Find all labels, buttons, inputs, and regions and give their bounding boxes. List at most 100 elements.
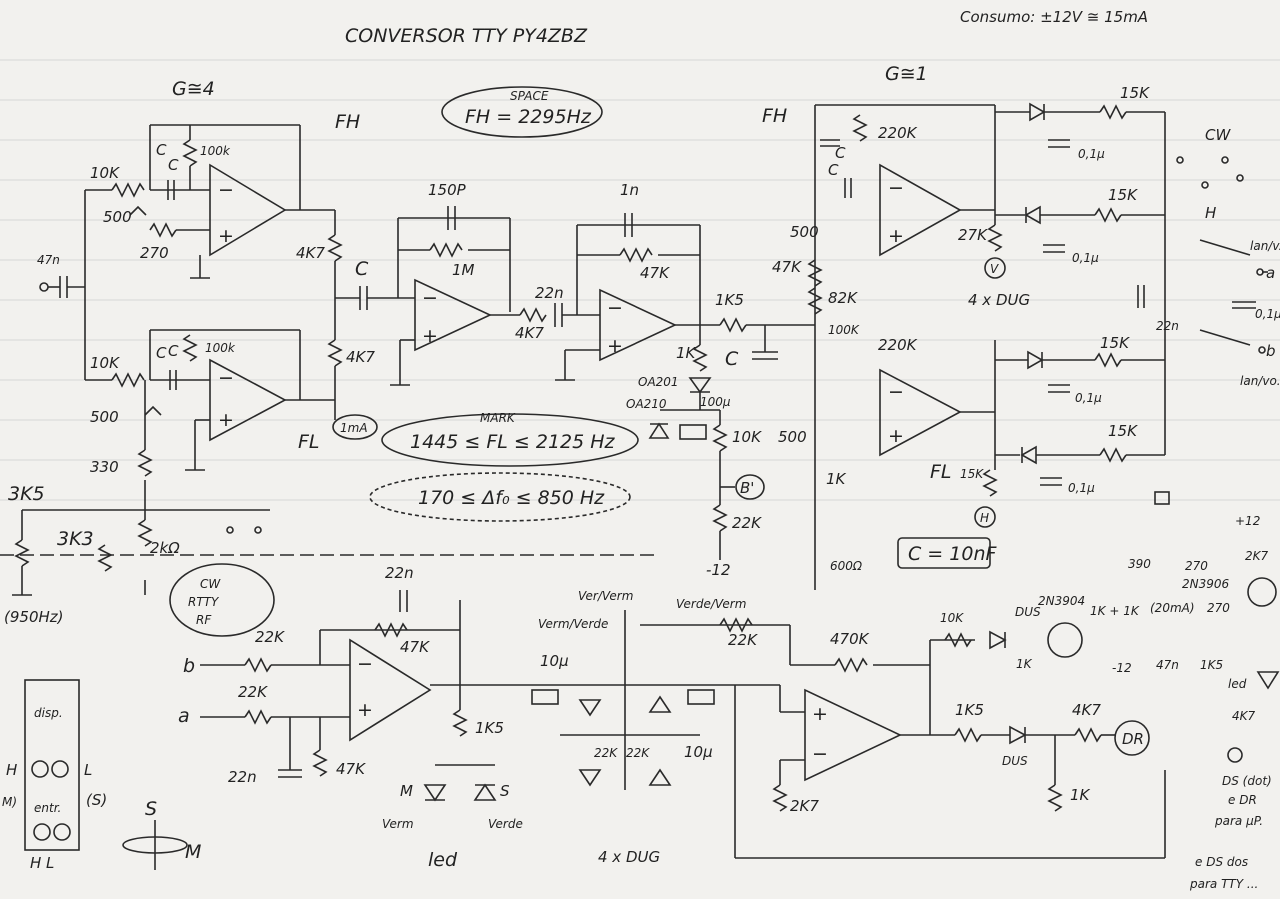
switch-a[interactable] [1199,239,1251,256]
resistor-1k5-c [954,727,982,743]
r1k5-b-label: 1K5 [475,719,504,737]
svg-text:+: + [422,325,438,347]
para-up-label: para μP. [1214,814,1263,828]
detector-1 [995,102,1165,148]
resistor-220k-a [852,114,868,142]
resistor-10k-upper [111,182,145,198]
r22k-e-label: 22K [626,746,650,760]
resistor-4k7-bottom [327,339,343,367]
milliammeter [332,414,378,440]
h-mark: H [980,511,989,525]
cap-right-c-label: C [835,144,846,162]
svg-text:+: + [888,425,904,447]
diode-oa210 [648,422,670,439]
switch-b[interactable] [1199,329,1251,346]
resistor-22k-b [244,657,272,673]
r270-label: 270 [140,244,169,262]
r15k-e-label: 15K [1108,422,1138,440]
svg-text:+: + [888,225,904,247]
dus-a-label: DUS [1015,605,1041,619]
resistor-270 [149,222,177,238]
svg-text:+: + [607,335,623,357]
r22k-d-label: 22K [594,746,618,760]
resistor-10k-c [712,424,728,452]
r270-b-label: 270 [1185,559,1208,573]
c10u-b-label: 10μ [684,743,713,761]
r15k-d-label: 15K [1100,334,1130,352]
led-m [423,784,447,802]
verde-label: Verde [488,817,523,831]
panel-entr: entr. [34,801,61,815]
resistor-3k3 [97,544,113,572]
space-title: SPACE [510,89,549,103]
pot-2k [137,519,153,547]
c22n-d-label: 22n [228,768,257,786]
test-point-dr [1114,720,1150,756]
panel-jack-1 [33,823,51,841]
r15k-a-label: 15K [960,467,984,481]
dus-b-label: DUS [1002,754,1028,768]
c22n-b-label: 22n [1156,319,1179,333]
c22n-mid-label: 22n [535,284,564,302]
cap-100u [679,424,707,440]
neg12-a-label: -12 [706,561,731,579]
led-s [473,783,497,801]
fh-right-label: FH [762,105,787,127]
svg-text:+: + [218,409,234,431]
lan-b-label: lan/vo... [1240,374,1280,388]
c22n-c-label: 22n [385,564,414,582]
c01u-d-label: 0,1μ [1068,481,1095,495]
pot500-lower-label: 500 [90,408,119,426]
r1m-label: 1M [452,261,475,279]
q2n3906-label: 2N3906 [1182,577,1230,591]
panel-disp: disp. [34,706,63,720]
panel-h: H [6,761,17,779]
r1k-a-label: 1K [676,344,697,362]
freq950-label: (950Hz) [4,608,64,626]
detector-3 [995,350,1165,393]
r22k-a-label: 22K [732,514,762,532]
space-frequency: FH = 2295Hz [465,106,592,128]
resistor-1k5-b [452,709,468,737]
c-value-box [897,537,991,569]
svg-text:−: − [218,179,234,201]
resistor-10k-d [944,632,972,648]
led-label: led [428,849,458,871]
r10k-c-label: 10K [732,428,762,446]
opamp-fh-left [209,163,287,257]
c47n-label: 47n [1156,658,1179,672]
resistor-22k-c [244,709,272,725]
r22k-b-label: 22K [255,628,285,646]
switch-contact-2[interactable] [254,526,262,534]
switch-contact-1[interactable] [226,526,234,534]
cap-c-d-label: C [168,342,179,360]
r15k-b-label: 15K [1120,84,1150,102]
shift-annotation [369,472,631,522]
cap-10u-b [687,689,715,705]
r4k7-d-label: 4K7 [1072,701,1101,719]
r390-label: 390 [1128,557,1151,571]
jack-ds[interactable] [1227,747,1243,763]
led2-label: led [1228,677,1247,691]
switch-c-label: Verde/Verm [676,597,746,611]
svg-text:−: − [218,367,234,389]
mark-range: 1445 ≤ FL ≤ 2125 Hz [410,431,616,453]
dug4-b-label: 4 x DUG [598,848,660,866]
resistor-4k7-d [1074,727,1102,743]
panel-hl: H L [30,854,54,872]
resistor-1m [429,242,463,258]
dug-diode-3 [578,769,602,787]
q2n3904-label: 2N3904 [1038,594,1085,608]
ma20-label: (20mA) [1150,601,1195,615]
eds-label: e DS dos [1195,855,1248,869]
plus12-label: +12 [1235,514,1260,528]
resistor-2k7 [772,784,788,812]
loop-indicator [1154,491,1170,505]
r22k-f-label: 22K [728,631,758,649]
test-point-b-prime [735,474,765,500]
b-prime-label: B' [740,479,754,497]
opamp-fl-right [879,368,962,457]
resistor-47k-b [807,259,823,287]
svg-text:+: + [812,703,828,725]
